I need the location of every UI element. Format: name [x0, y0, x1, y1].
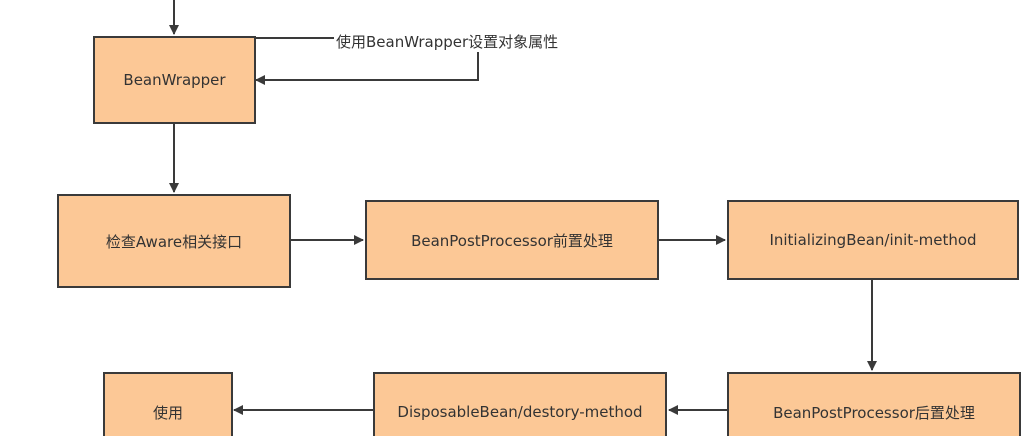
node-use: 使用: [103, 372, 233, 436]
arrow-loop-set-properties: [174, 37, 479, 85]
node-bpp-after: BeanPostProcessor后置处理: [727, 372, 1021, 436]
node-bean-wrapper: BeanWrapper: [93, 36, 256, 124]
node-bpp-before: BeanPostProcessor前置处理: [365, 200, 659, 280]
node-disposable-bean: DisposableBean/destory-method: [373, 372, 667, 436]
node-initializing-bean: InitializingBean/init-method: [727, 200, 1019, 280]
edge-label-set-properties: 使用BeanWrapper设置对象属性: [334, 31, 561, 52]
node-check-aware: 检查Aware相关接口: [57, 194, 291, 288]
